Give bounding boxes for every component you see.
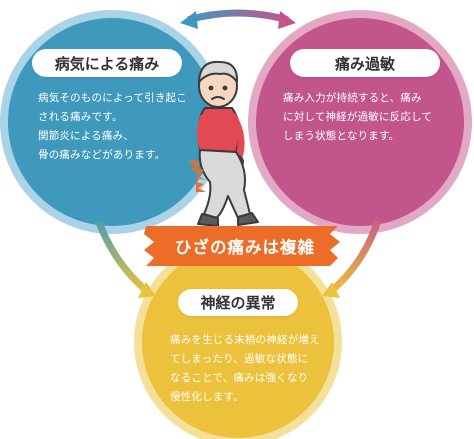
pain-mark-icon: [188, 160, 206, 192]
label-right-title: 痛み過敏: [290, 49, 440, 77]
right-description: 痛み入力が持続すると、痛み に対して神経が過敏に反応して しまう状態となります。: [283, 92, 433, 142]
left-description: 病気そのものによって引き起こ される痛みです。 関節炎による痛み、 骨の痛みなど…: [38, 92, 187, 161]
bottom-title-text: 神経の異常: [200, 294, 276, 312]
arrow-right: [322, 204, 390, 298]
arrow-top: [180, 9, 296, 29]
label-bottom-title: 神経の異常: [178, 289, 298, 316]
label-left-title: 病気による痛み: [32, 49, 182, 77]
right-title-text: 痛み過敏: [334, 54, 395, 73]
banner: ひざの痛みは複雑: [150, 226, 340, 266]
banner-shape: [144, 226, 340, 266]
banner-text: ひざの痛みは複雑: [175, 238, 315, 257]
arrow-left: [86, 204, 156, 298]
elderly-person-illustration: [197, 60, 259, 227]
bottom-description: 痛みを生じる末梢の神経が増え てしまったり、過敏な状態に なることで、痛みは強く…: [170, 334, 320, 403]
left-title-text: 病気による痛み: [54, 54, 160, 73]
